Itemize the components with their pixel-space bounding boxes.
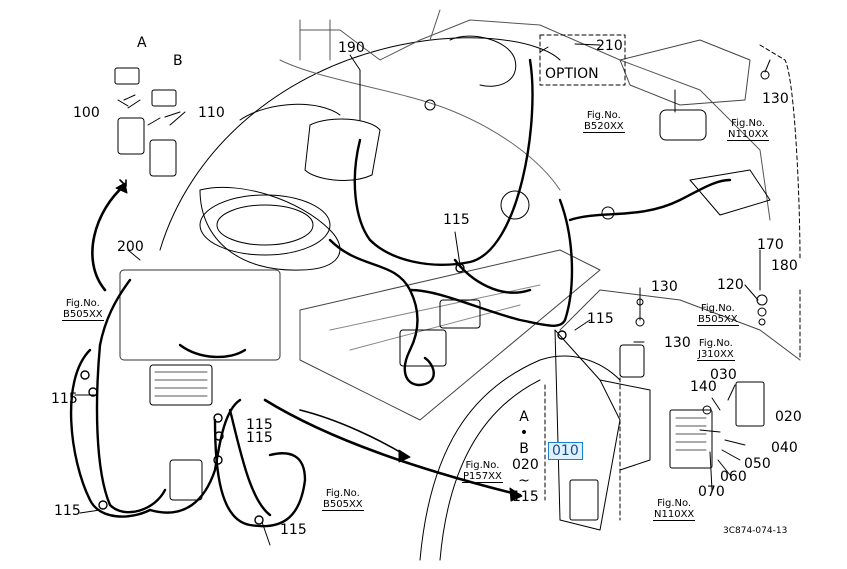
fig-number: B505XX (62, 309, 104, 321)
fig-prefix: Fig.No. (465, 460, 500, 471)
range-dot-1: • (519, 425, 529, 441)
part-040[interactable]: 040 (771, 440, 798, 456)
range-to: 115 (512, 489, 539, 505)
part-070[interactable]: 070 (698, 484, 725, 500)
part-120[interactable]: 120 (717, 277, 744, 293)
part-060[interactable]: 060 (720, 469, 747, 485)
part-100[interactable]: 100 (73, 105, 100, 121)
part-030[interactable]: 030 (710, 367, 737, 383)
range-note: A • B 020 ~ 115 (512, 409, 539, 505)
range-b: B (519, 441, 529, 457)
part-115-mid-b[interactable]: 115 (246, 430, 273, 446)
part-115-bottom[interactable]: 115 (280, 522, 307, 538)
fig-prefix: Fig.No. (65, 298, 100, 309)
part-115-left-upper[interactable]: 115 (51, 391, 78, 407)
fig-prefix: Fig.No. (731, 118, 766, 129)
fig-prefix: Fig.No. (325, 488, 360, 499)
part-180[interactable]: 180 (771, 258, 798, 274)
part-200[interactable]: 200 (117, 239, 144, 255)
fig-ref-b505-right[interactable]: Fig.No.B505XX (697, 303, 739, 326)
part-210[interactable]: 210 (596, 38, 623, 54)
part-130-top[interactable]: 130 (762, 91, 789, 107)
part-020[interactable]: 020 (775, 409, 802, 425)
fig-prefix: Fig.No. (657, 498, 692, 509)
part-190[interactable]: 190 (338, 40, 365, 56)
part-140[interactable]: 140 (690, 379, 717, 395)
fig-number: P157XX (462, 471, 503, 483)
part-115-center[interactable]: 115 (443, 212, 470, 228)
range-a: A (519, 409, 529, 425)
fig-ref-b505-left[interactable]: Fig.No.B505XX (62, 298, 104, 321)
drawing-code: 3C874-074-13 (723, 526, 788, 536)
fig-ref-b520[interactable]: Fig.No.B520XX (583, 110, 625, 133)
label-a: A (137, 35, 147, 51)
fig-number: B505XX (322, 499, 364, 511)
fig-prefix: Fig.No. (698, 338, 733, 349)
part-110[interactable]: 110 (198, 105, 225, 121)
fig-number: N110XX (727, 129, 770, 141)
part-115-right[interactable]: 115 (587, 311, 614, 327)
fig-number: N110XX (653, 509, 696, 521)
part-130-low[interactable]: 130 (664, 335, 691, 351)
option-label: OPTION (545, 66, 599, 82)
label-b: B (173, 53, 183, 69)
part-170[interactable]: 170 (757, 237, 784, 253)
fig-prefix: Fig.No. (586, 110, 621, 121)
fig-ref-b505-bottom[interactable]: Fig.No.B505XX (322, 488, 364, 511)
fig-number: B520XX (583, 121, 625, 133)
part-115-left-lower[interactable]: 115 (54, 503, 81, 519)
range-from: 020 (512, 457, 539, 473)
fig-ref-n110-bottom[interactable]: Fig.No.N110XX (653, 498, 696, 521)
fig-ref-p157[interactable]: Fig.No.P157XX (462, 460, 503, 483)
fig-ref-n110-top[interactable]: Fig.No.N110XX (727, 118, 770, 141)
part-010-highlighted[interactable]: 010 (548, 442, 583, 460)
part-115-mid-a[interactable]: 115 (246, 417, 273, 433)
part-130-mid[interactable]: 130 (651, 279, 678, 295)
fig-number: J310XX (697, 349, 735, 361)
fig-number: B505XX (697, 314, 739, 326)
part-050[interactable]: 050 (744, 456, 771, 472)
range-tilde: ~ (518, 473, 530, 489)
fig-prefix: Fig.No. (700, 303, 735, 314)
fig-ref-j310[interactable]: Fig.No.J310XX (697, 338, 735, 361)
